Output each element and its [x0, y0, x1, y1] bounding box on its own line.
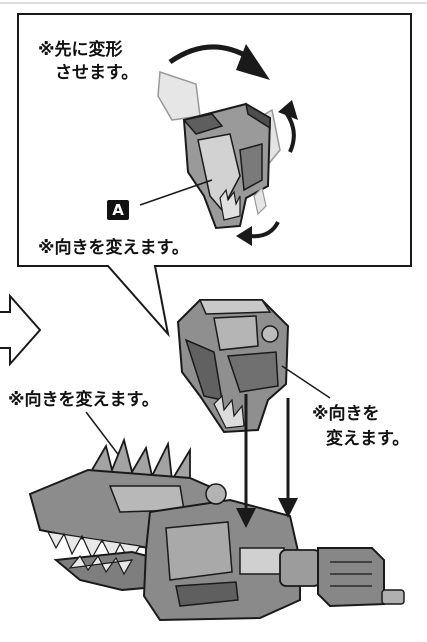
rotate-arrow-bottom-head — [236, 226, 252, 246]
rotate-arrow-icon — [168, 44, 252, 65]
note-transform-first-line1: ※先に変形 — [38, 40, 123, 60]
next-step-arrow-icon — [0, 293, 42, 367]
badge-leader-line — [139, 179, 213, 206]
rotate-arrow-head — [236, 44, 270, 80]
side-turn-leader — [281, 365, 331, 399]
callout-head-part — [157, 70, 281, 230]
middle-head-part — [176, 299, 290, 434]
rotate-arrow-bottom-icon — [249, 221, 280, 239]
note-head-turn: ※向きを変えます。 — [8, 390, 159, 410]
insert-down-arrow-left-head — [236, 508, 256, 528]
rotate-arrow-right-head — [278, 100, 298, 120]
note-side-line1: ※向きを — [312, 404, 380, 424]
note-turn-around-callout: ※向きを変えます。 — [38, 238, 189, 258]
dragon-body-part — [28, 437, 405, 622]
note-transform-first-line2: させます。 — [55, 63, 139, 83]
badge-a: A — [107, 200, 129, 220]
note-side-line2: 変えます。 — [326, 429, 410, 449]
insert-down-arrow-right-head — [278, 498, 298, 518]
